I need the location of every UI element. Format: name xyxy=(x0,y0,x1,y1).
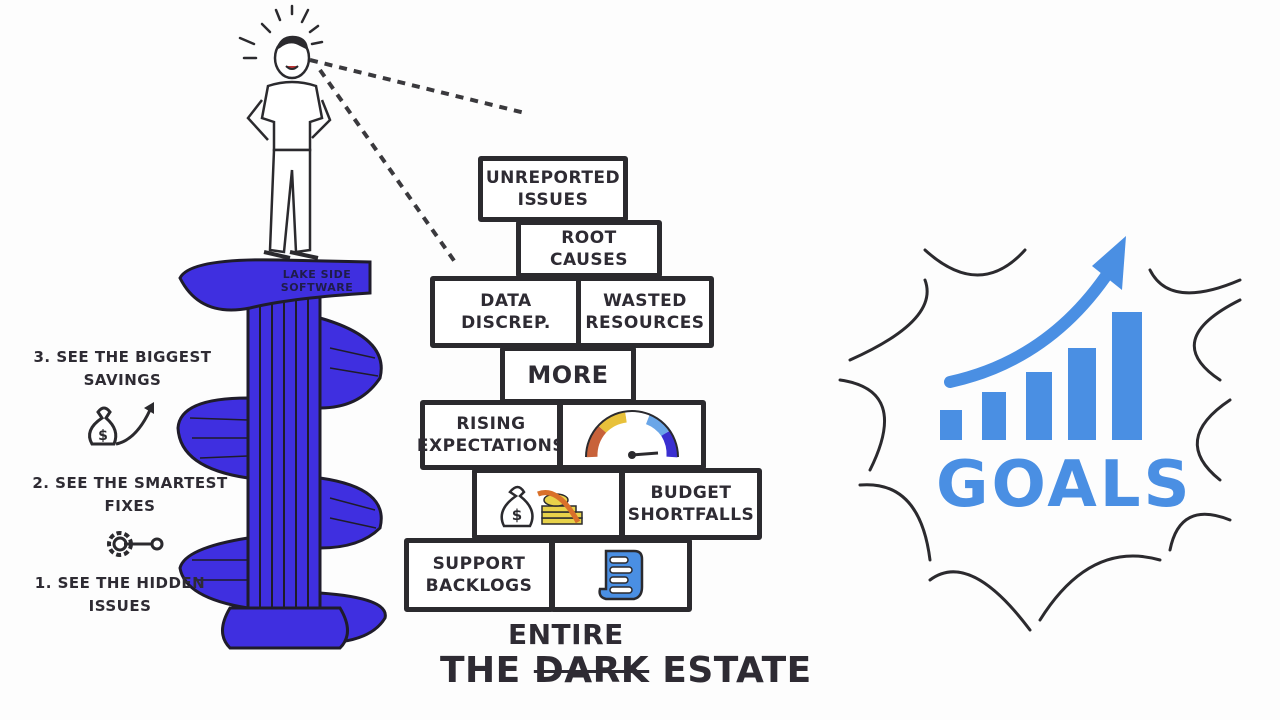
gauge-icon xyxy=(585,410,679,459)
brick-root-causes: ROOT CAUSES xyxy=(516,220,662,278)
caption-estate: THE DARK ESTATE xyxy=(440,650,812,691)
caption-dark-struck: DARK xyxy=(533,650,650,691)
brick-data-discrep: DATA DISCREP. xyxy=(430,276,582,348)
step-2-label: 2. SEE THE SMARTEST FIXES xyxy=(32,474,228,515)
caption-estate-word: ESTATE xyxy=(662,650,812,691)
brick-support-backlogs: SUPPORT BACKLOGS xyxy=(404,538,554,612)
goals-label: GOALS xyxy=(936,448,1193,522)
svg-text:$: $ xyxy=(98,428,108,444)
step-1-label: 1. SEE THE HIDDEN ISSUES xyxy=(34,574,206,615)
money-bag-coins-icon: $ xyxy=(500,485,583,528)
svg-text:$: $ xyxy=(512,506,522,524)
brick-rising-expectations: RISING EXPECTATIONS xyxy=(417,400,565,470)
brick-scroll xyxy=(550,538,692,612)
brick-more: MORE xyxy=(500,346,636,404)
logo-line-2: SOFTWARE xyxy=(280,281,354,294)
brick-money: $ xyxy=(472,468,624,540)
step-3-label: 3. SEE THE BIGGEST SAVINGS xyxy=(33,348,212,389)
caption-the: THE xyxy=(440,650,521,691)
lakeside-logo: LAKE SIDE SOFTWARE xyxy=(262,268,372,294)
brick-gauge xyxy=(558,400,706,470)
server-scroll-icon xyxy=(598,549,644,601)
goals-burst-icon xyxy=(838,236,1242,632)
caption-entire: ENTIRE xyxy=(508,618,624,651)
brick-budget-shortfalls: BUDGET SHORTFALLS xyxy=(620,468,762,540)
brick-unreported-issues: UNREPORTED ISSUES xyxy=(478,156,628,222)
logo-line-1: LAKE SIDE xyxy=(282,268,352,281)
spiral-staircase xyxy=(176,258,387,650)
money-bag-arrow-icon: $ xyxy=(88,402,154,446)
gear-key-icon xyxy=(107,531,164,557)
brick-wasted-resources: WASTED RESOURCES xyxy=(576,276,714,348)
